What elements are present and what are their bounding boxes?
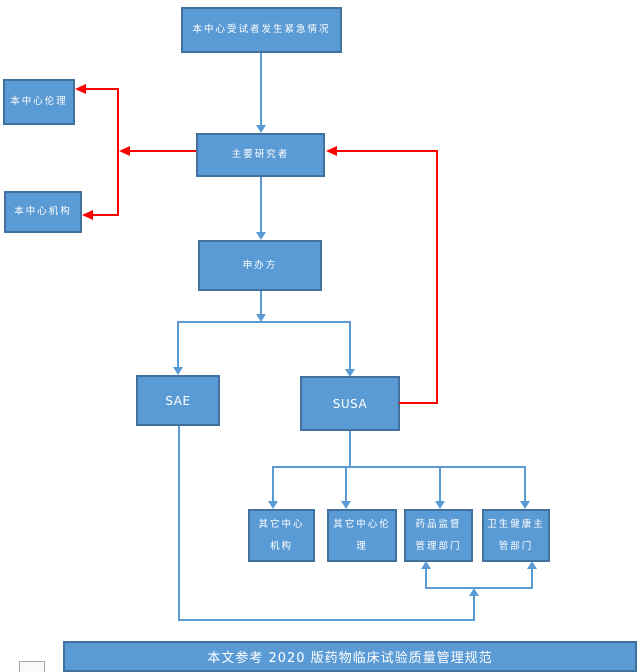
node-center-org: 本中心机构: [4, 191, 82, 233]
arrowhead-into-drug-admin: [435, 501, 445, 509]
red-connector-to-center-org: [93, 214, 119, 216]
red-connector-feedback-vertical: [436, 151, 438, 404]
footer-reference-bar: 本文参考 2020 版药物临床试验质量管理规范: [63, 641, 637, 672]
footer-reference-text: 本文参考 2020 版药物临床试验质量管理规范: [207, 651, 493, 666]
connector-sponsor-down: [260, 291, 262, 318]
connector-sae-down: [178, 426, 180, 621]
node-other-center-ethics: 其它中心伦 理: [327, 509, 397, 562]
connector-sae-rise: [473, 596, 475, 621]
branch-line-sae-susa: [177, 321, 351, 323]
connector-up-to-health-admin: [531, 569, 533, 588]
red-connector-pi-to-left: [130, 150, 196, 152]
node-sponsor: 申办方: [198, 240, 322, 291]
connector-up-to-drug-admin: [425, 569, 427, 588]
arrowhead-up-into-health-admin: [527, 561, 537, 569]
branch-line-sae-reporting: [425, 587, 533, 589]
node-emergency: 本中心受试者发生紧急情况: [181, 7, 342, 53]
connector-to-other-center-org: [272, 466, 274, 501]
connector-branch-to-sae: [177, 321, 179, 367]
arrowhead-up-into-drug-admin: [421, 561, 431, 569]
arrowhead-into-sae: [173, 367, 183, 375]
arrowhead-into-other-center-ethics: [341, 501, 351, 509]
red-arrowhead-into-pi-right: [326, 146, 337, 156]
connector-branch-to-susa: [349, 321, 351, 369]
connector-to-other-center-ethics: [345, 466, 347, 501]
stray-rectangle: [19, 661, 45, 672]
red-connector-vertical-left: [117, 88, 119, 216]
node-center-ethics: 本中心伦理: [3, 79, 75, 125]
red-arrowhead-at-left-junction: [119, 146, 130, 156]
node-health-admin: 卫生健康主 管部门: [482, 509, 550, 562]
node-principal-investigator: 主要研究者: [196, 133, 325, 177]
red-arrowhead-into-center-ethics: [75, 84, 86, 94]
arrowhead-into-susa: [345, 369, 355, 377]
red-connector-feedback-to-pi: [337, 150, 438, 152]
connector-susa-down: [349, 431, 351, 467]
connector-to-health-admin: [524, 466, 526, 501]
node-sae: SAE: [136, 375, 220, 426]
arrowhead-into-pi-top: [256, 125, 266, 133]
connector-emergency-to-pi: [260, 53, 262, 125]
connector-to-drug-admin: [439, 466, 441, 501]
node-other-center-org: 其它中心 机构: [248, 509, 315, 562]
arrowhead-up-junction: [469, 588, 479, 596]
node-susa: SUSA: [300, 376, 400, 431]
connector-sae-bottom-horizontal: [178, 619, 475, 621]
node-drug-admin: 药品监督 管理部门: [404, 509, 473, 562]
red-arrowhead-into-center-org: [82, 210, 93, 220]
arrowhead-into-health-admin: [520, 501, 530, 509]
red-connector-to-center-ethics: [86, 88, 119, 90]
arrowhead-onto-branch: [256, 314, 266, 322]
branch-line-reporting: [272, 466, 526, 468]
arrowhead-into-other-center-org: [268, 501, 278, 509]
arrowhead-into-sponsor: [256, 232, 266, 240]
red-connector-susa-right: [399, 402, 438, 404]
connector-pi-to-sponsor: [260, 177, 262, 232]
